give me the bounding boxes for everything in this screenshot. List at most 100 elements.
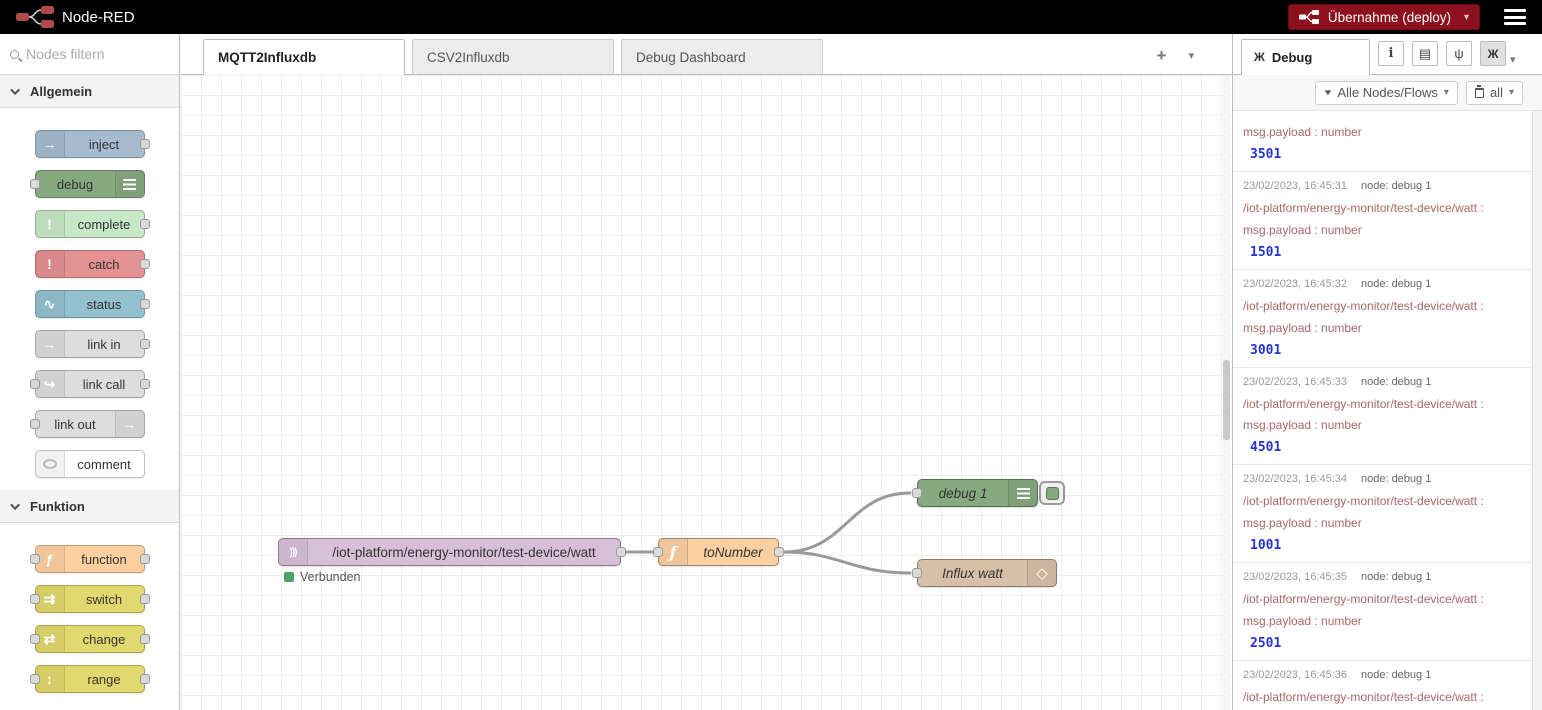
node-input-port — [29, 674, 40, 684]
status-wave-icon: ∿ — [35, 291, 65, 317]
flow-node-influx-watt[interactable]: Influx watt ◇ — [912, 559, 1057, 587]
tab-mqtt2influxdb[interactable]: MQTT2Influxdb — [203, 39, 405, 75]
palette-categories: Allgemein → inject debug ! complete ! ca… — [0, 75, 179, 693]
palette-node-switch[interactable]: ⇉ switch — [29, 585, 150, 613]
debug-message[interactable]: 23/02/2023, 16:45:34 node: debug 1 /iot-… — [1233, 465, 1532, 564]
status-text: Verbunden — [300, 570, 361, 584]
flow-tabs: MQTT2Influxdb CSV2Influxdb Debug Dashboa… — [203, 39, 823, 75]
message-topic: /iot-platform/energy-monitor/test-device… — [1243, 298, 1484, 313]
palette-node-change[interactable]: ⇄ change — [29, 625, 150, 653]
node-output-port — [139, 594, 150, 604]
comment-bubble-icon — [35, 451, 65, 477]
flow-list-caret-icon[interactable]: ▾ — [1188, 50, 1194, 62]
node-red-logo: Node-RED — [16, 6, 135, 28]
debug-filter-button[interactable]: ▼ Alle Nodes/Flows ▾ — [1314, 80, 1458, 105]
node-output-port — [139, 379, 150, 389]
node-label: Influx watt — [942, 565, 1003, 581]
chevron-down-icon — [10, 500, 21, 511]
palette-search[interactable] — [0, 34, 179, 75]
node-input-port — [29, 554, 40, 564]
info-icon[interactable]: i — [1378, 41, 1404, 66]
deploy-icon — [1298, 10, 1319, 24]
node-label: debug 1 — [938, 485, 988, 501]
sidebar-options-caret-icon[interactable]: ▾ — [1510, 54, 1516, 66]
palette-node-link-out[interactable]: → link out — [29, 410, 145, 438]
debug-message[interactable]: msg.payload : number 3501 — [1233, 111, 1532, 172]
debug-toggle-button[interactable] — [1039, 481, 1065, 505]
message-timestamp: 23/02/2023, 16:45:34 — [1243, 473, 1347, 486]
link-out-icon: → — [114, 411, 144, 437]
debug-panel-icon[interactable]: Ж — [1480, 41, 1506, 66]
message-property: msg.payload : number — [1243, 125, 1362, 139]
output-port[interactable] — [774, 547, 784, 557]
node-palette: Allgemein → inject debug ! complete ! ca… — [0, 34, 180, 710]
node-red-logo-icon — [16, 6, 54, 28]
palette-node-link-call[interactable]: ↪ link call — [29, 370, 150, 398]
flow-node-debug1[interactable]: debug 1 — [912, 479, 1065, 507]
palette-node-status[interactable]: ∿ status — [34, 290, 150, 318]
message-value: 3501 — [1250, 147, 1282, 162]
debug-message[interactable]: 23/02/2023, 16:45:32 node: debug 1 /iot-… — [1233, 270, 1532, 368]
palette-node-debug[interactable]: debug — [29, 170, 145, 198]
wires-layer — [623, 491, 912, 575]
flow-node-tonumber[interactable]: ƒ toNumber — [653, 538, 784, 566]
deploy-options-caret-icon[interactable]: ▾ — [1463, 11, 1469, 23]
help-book-icon[interactable]: ▤ — [1412, 41, 1438, 66]
add-flow-button[interactable]: + — [1156, 46, 1167, 65]
wire-tonumber-influx[interactable] — [782, 550, 912, 575]
debug-message[interactable]: 23/02/2023, 16:45:35 node: debug 1 /iot-… — [1233, 563, 1532, 661]
node-output-port — [139, 259, 150, 269]
tab-debug[interactable]: Ж Debug — [1241, 39, 1370, 75]
message-property: msg.payload : number — [1243, 516, 1362, 531]
debug-message[interactable]: 23/02/2023, 16:45:36 node: debug 1 /iot-… — [1233, 661, 1532, 710]
palette-node-range[interactable]: ↕ range — [29, 665, 150, 693]
node-output-port — [139, 554, 150, 564]
palette-category: Funktion ƒ function ⇉ switch ⇄ change ↕ … — [0, 490, 179, 693]
message-topic: /iot-platform/energy-monitor/test-device… — [1243, 201, 1484, 215]
clear-label: all — [1489, 85, 1503, 100]
debug-toolbar: ▼ Alle Nodes/Flows ▾ all ▾ — [1233, 75, 1542, 111]
palette-node-function[interactable]: ƒ function — [29, 545, 150, 573]
output-port[interactable] — [616, 547, 626, 557]
message-timestamp: 23/02/2023, 16:45:31 — [1243, 180, 1347, 192]
wire-tonumber-debug[interactable] — [782, 491, 912, 554]
debug-clear-button[interactable]: all ▾ — [1465, 80, 1523, 105]
node-output-port — [139, 339, 150, 349]
palette-node-comment[interactable]: comment — [34, 450, 145, 478]
input-port[interactable] — [912, 568, 922, 578]
palette-category-header[interactable]: Allgemein — [0, 75, 179, 108]
debug-scrollbar-track[interactable] — [1532, 111, 1542, 710]
deploy-label: Übernahme (deploy) — [1327, 9, 1451, 25]
palette-node-catch[interactable]: ! catch — [34, 250, 150, 278]
debug-message[interactable]: 23/02/2023, 16:45:33 node: debug 1 /iot-… — [1233, 368, 1532, 466]
input-port[interactable] — [653, 547, 663, 557]
message-timestamp: 23/02/2023, 16:45:32 — [1243, 277, 1347, 290]
flow-node-mqtt-in[interactable]: ))) /iot-platform/energy-monitor/test-de… — [278, 538, 626, 566]
palette-node-complete[interactable]: ! complete — [34, 210, 150, 238]
main-menu-button[interactable] — [1504, 9, 1526, 25]
flow-canvas[interactable]: ))) /iot-platform/energy-monitor/test-de… — [181, 75, 1232, 710]
palette-category-header[interactable]: Funktion — [0, 490, 179, 523]
link-call-icon: ↪ — [35, 371, 65, 397]
node-input-port — [29, 179, 40, 189]
canvas-scrollbar-thumb[interactable] — [1223, 360, 1230, 440]
message-source-node: node: debug 1 — [1360, 668, 1432, 681]
palette-node-link-in[interactable]: → link in — [34, 330, 150, 358]
tab-csv2influxdb[interactable]: CSV2Influxdb — [412, 39, 614, 74]
switch-icon: ⇉ — [35, 586, 65, 612]
debug-message[interactable]: 23/02/2023, 16:45:31 node: debug 1 /iot-… — [1233, 172, 1532, 270]
mqtt-node-status: Verbunden — [284, 570, 360, 584]
inject-arrow-icon: → — [35, 131, 65, 157]
message-value: 1001 — [1250, 538, 1282, 554]
palette-search-input[interactable] — [26, 46, 156, 62]
flow-tab-bar: MQTT2Influxdb CSV2Influxdb Debug Dashboa… — [181, 34, 1232, 75]
message-value: 2501 — [1250, 635, 1282, 651]
palette-node-inject[interactable]: → inject — [34, 130, 150, 158]
tab-debug-dashboard[interactable]: Debug Dashboard — [621, 39, 823, 74]
deploy-button[interactable]: Übernahme (deploy) ▾ — [1287, 4, 1480, 30]
change-icon: ⇄ — [35, 626, 65, 652]
git-branch-icon[interactable]: ψ — [1446, 41, 1472, 66]
debug-message-list[interactable]: msg.payload : number 3501 23/02/2023, 16… — [1233, 111, 1542, 710]
input-port[interactable] — [912, 488, 922, 498]
